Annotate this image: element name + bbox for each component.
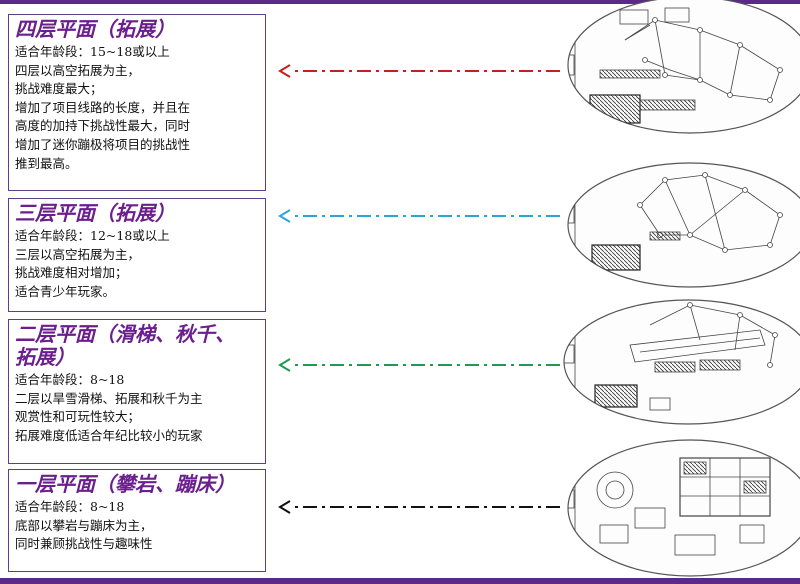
floor4-description-panel: 四层平面（拓展） 适合年龄段：15~18或以上 四层以高空拓展为主， 挑战难度最… (8, 14, 266, 191)
floor1-connector-arrow (278, 500, 560, 514)
floor3-description-panel: 三层平面（拓展） 适合年龄段：12~18或以上 三层以高空拓展为主， 挑战难度相… (8, 198, 266, 312)
floor1-title: 一层平面（攀岩、蹦床） (15, 472, 235, 496)
floor4-line: 适合年龄段：15~18或以上 (15, 44, 170, 59)
floor1-line: 底部以攀岩与蹦床为主， (15, 517, 153, 533)
floor2-plan (563, 299, 800, 425)
floor4-connector-arrow (278, 64, 560, 78)
floor2-title-continued: 拓展） (15, 345, 75, 369)
floor2-line: 二层以旱雪滑梯、拓展和秋千为主 (15, 390, 203, 406)
floor3-connector-arrow (278, 209, 560, 223)
floor2-line: 拓展难度低适合年纪比较小的玩家 (15, 427, 203, 443)
floor4-line: 挑战难度最大； (15, 81, 103, 97)
floor4-line: 增加了项目线路的长度，并且在 (15, 99, 191, 115)
bottom-accent-bar (0, 578, 800, 584)
floor1-line: 适合年龄段：8~18 (15, 499, 125, 514)
floor4-line: 增加了迷你蹦极将项目的挑战性 (15, 136, 191, 152)
floor4-line: 高度的加持下挑战性最大，同时 (15, 118, 191, 134)
floor4-plan (567, 0, 800, 134)
floor2-title: 二层平面（滑梯、秋千、 (15, 322, 235, 346)
floor1-description-panel: 一层平面（攀岩、蹦床） 适合年龄段：8~18 底部以攀岩与蹦床为主， 同时兼顾挑… (8, 469, 266, 572)
floor3-line: 适合年龄段：12~18或以上 (15, 228, 170, 243)
top-accent-bar (0, 0, 800, 4)
floor4-line: 四层以高空拓展为主， (15, 62, 141, 78)
floor3-line: 适合青少年玩家。 (15, 283, 116, 299)
floor1-plan (567, 439, 800, 577)
floor2-line: 观赏性和可玩性较大； (15, 409, 141, 425)
floor3-plan (567, 162, 800, 288)
floor2-description-panel: 二层平面（滑梯、秋千、 拓展） 适合年龄段：8~18 二层以旱雪滑梯、拓展和秋千… (8, 319, 266, 464)
floor3-title: 三层平面（拓展） (15, 201, 175, 225)
floor1-line: 同时兼顾挑战性与趣味性 (15, 536, 153, 552)
floor3-line: 三层以高空拓展为主， (15, 246, 141, 262)
floor3-line: 挑战难度相对增加； (15, 265, 128, 281)
floor4-line: 推到最高。 (15, 155, 78, 171)
floor4-title: 四层平面（拓展） (15, 17, 175, 41)
floor2-connector-arrow (278, 358, 560, 372)
floor2-line: 适合年龄段：8~18 (15, 372, 125, 387)
